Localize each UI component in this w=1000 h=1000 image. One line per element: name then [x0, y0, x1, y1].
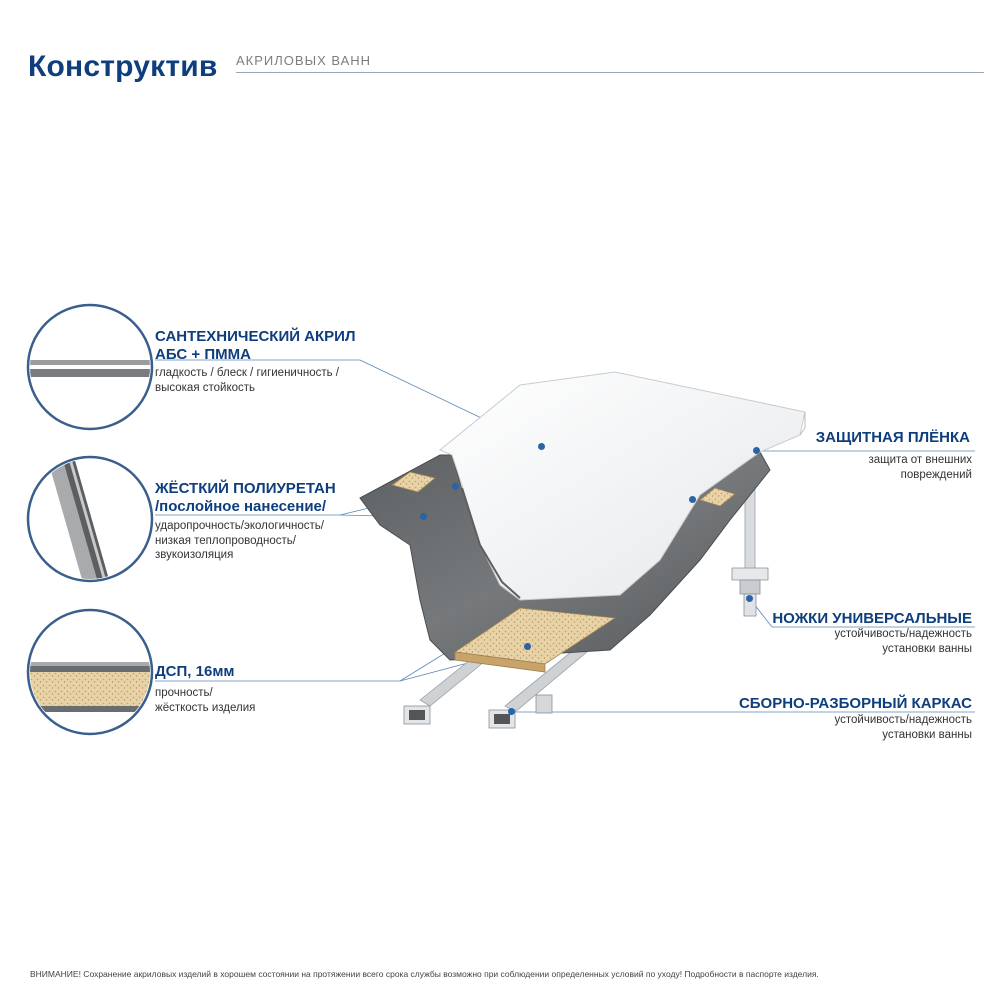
legs-desc: устойчивость/надежность установки ванны — [835, 627, 973, 656]
chipboard-inset-circle — [26, 608, 154, 736]
chipboard-pointer-dot-2 — [524, 643, 531, 650]
frame-desc-line1: устойчивость/надежность — [834, 714, 973, 726]
acrylic-title-line1: САНТЕХНИЧЕСКИЙ АКРИЛ — [155, 328, 356, 345]
frame-desc-line2: установки ванны — [882, 728, 972, 741]
film-desc: защита от внешних повреждений — [869, 453, 973, 482]
chipboard-desc: прочность/ жёсткость изделия — [155, 686, 255, 715]
page-subtitle: АКРИЛОВЫХ ВАНН — [236, 53, 372, 68]
polyurethane-desc: ударопрочность/экологичность/ низкая теп… — [155, 519, 324, 563]
acrylic-inset-circle — [26, 303, 154, 431]
polyurethane-pointer-dot-2 — [420, 513, 427, 520]
acrylic-title: САНТЕХНИЧЕСКИЙ АКРИЛ АБС + ПММА — [155, 328, 355, 364]
film-title: ЗАЩИТНАЯ ПЛЁНКА — [815, 429, 970, 446]
legs-desc-line2: установки ванны — [882, 642, 972, 655]
polyurethane-desc-line2: низкая теплопроводность/ — [155, 534, 296, 547]
polyurethane-desc-line1: ударопрочность/экологичность/ — [155, 520, 324, 532]
acrylic-title-line2: АБС + ПММА — [155, 346, 251, 363]
footer-notice: ВНИМАНИЕ! Сохранение акриловых изделий в… — [30, 969, 819, 979]
page-title: Конструктив — [28, 50, 218, 83]
film-desc-line2: повреждений — [900, 468, 972, 481]
chipboard-title: ДСП, 16мм — [155, 663, 235, 681]
chipboard-pointer-dot — [689, 496, 696, 503]
polyurethane-title-line2: /послойное нанесение/ — [155, 498, 327, 515]
polyurethane-title: ЖЁСТКИЙ ПОЛИУРЕТАН /послойное нанесение/ — [155, 480, 336, 516]
legs-desc-line1: устойчивость/надежность — [834, 628, 973, 640]
polyurethane-pointer-dot — [452, 483, 459, 490]
frame-desc: устойчивость/надежность установки ванны — [835, 713, 973, 742]
polyurethane-desc-line3: звукоизоляция — [155, 549, 234, 561]
frame-title: СБОРНО-РАЗБОРНЫЙ КАРКАС — [738, 695, 972, 712]
polyurethane-title-line1: ЖЁСТКИЙ ПОЛИУРЕТАН — [155, 480, 336, 497]
chipboard-title-line1: ДСП, 16мм — [155, 663, 235, 680]
polyurethane-inset-circle — [26, 455, 154, 583]
film-desc-line1: защита от внешних — [868, 454, 973, 466]
title-divider — [236, 72, 984, 73]
chipboard-desc-line2: жёсткость изделия — [155, 701, 256, 714]
leg-pointer-dot — [746, 595, 753, 602]
bathtub-section — [359, 371, 806, 673]
acrylic-desc-line2: высокая стойкость — [155, 381, 256, 394]
acrylic-pointer-dot — [538, 443, 545, 450]
acrylic-desc: гладкость / блеск / гигиеничность / высо… — [155, 366, 339, 395]
film-pointer-dot — [753, 447, 760, 454]
legs-title: НОЖКИ УНИВЕРСАЛЬНЫЕ — [772, 610, 972, 627]
acrylic-desc-line1: гладкость / блеск / гигиеничность / — [155, 367, 339, 379]
chipboard-desc-line1: прочность/ — [155, 687, 213, 699]
frame-pointer-dot — [508, 708, 515, 715]
